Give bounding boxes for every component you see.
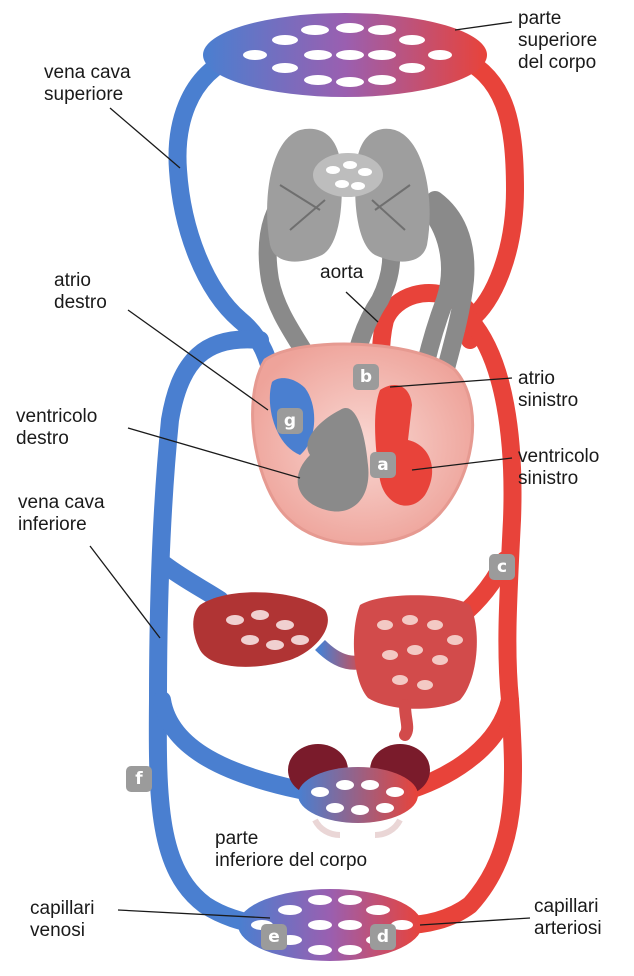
label-arterial-capillaries: capillari arteriosi [534, 896, 602, 940]
badge-a: a [370, 452, 396, 478]
label-lower-body: parte inferiore del corpo [215, 828, 367, 872]
kidneys [288, 744, 430, 835]
intestine [354, 595, 477, 735]
label-inferior-vena-cava: vena cava inferiore [18, 492, 105, 536]
lungs [267, 129, 430, 262]
upper-capillary-bed [203, 13, 487, 97]
badge-g: g [277, 408, 303, 434]
badge-e: e [261, 924, 287, 950]
label-left-atrium: atrio sinistro [518, 368, 578, 412]
liver [193, 592, 370, 667]
leader-upper-body [455, 22, 512, 30]
badge-b: b [353, 364, 379, 390]
label-superior-vena-cava: vena cava superiore [44, 62, 131, 106]
label-right-ventricle: ventricolo destro [16, 406, 97, 450]
label-venous-capillaries: capillari venosi [30, 898, 94, 942]
badge-f: f [126, 766, 152, 792]
leader-inferior-vena-cava [90, 546, 160, 638]
label-left-ventricle: ventricolo sinistro [518, 446, 599, 490]
badge-d: d [370, 924, 396, 950]
label-right-atrium: atrio destro [54, 270, 107, 314]
badge-c: c [489, 554, 515, 580]
label-upper-body: parte superiore del corpo [518, 8, 597, 74]
label-aorta: aorta [320, 262, 363, 284]
